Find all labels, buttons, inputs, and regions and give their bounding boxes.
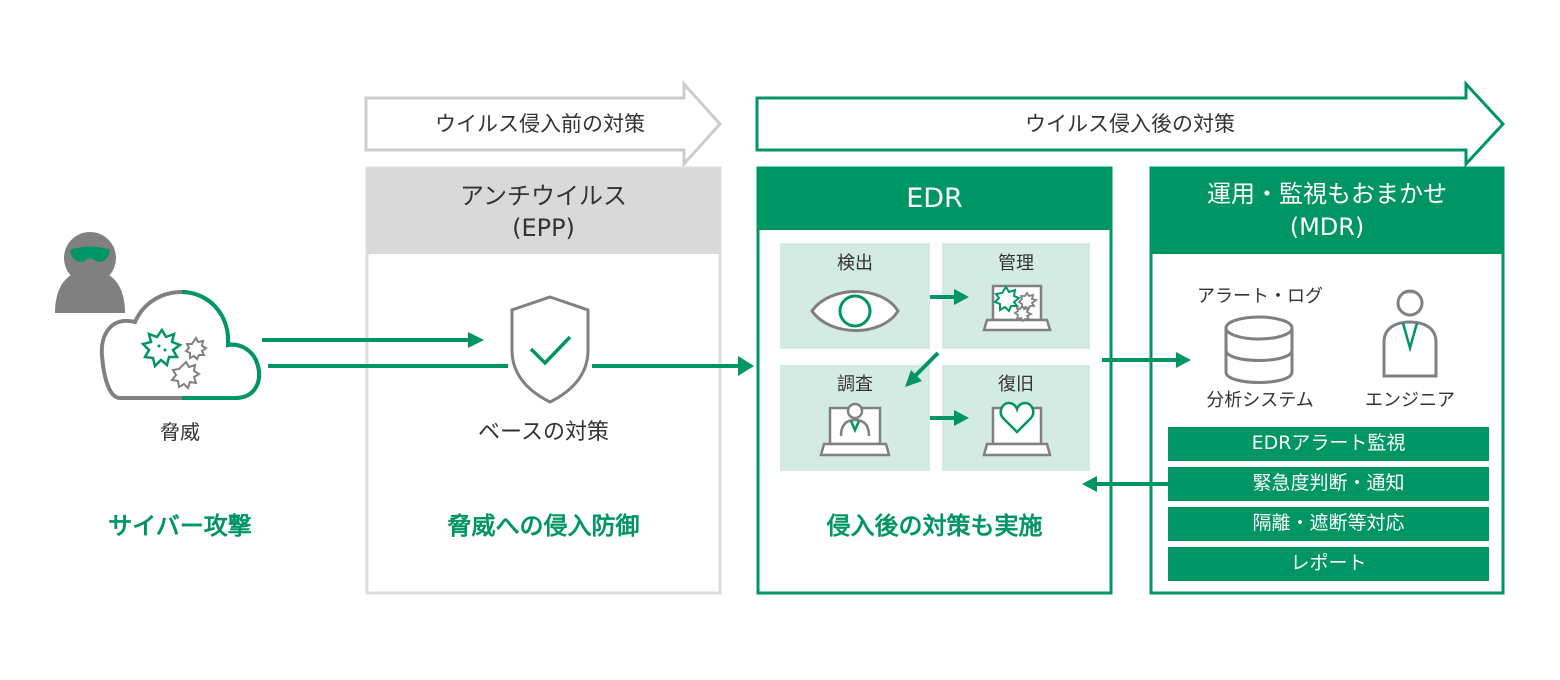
after-phase-label: ウイルス侵入後の対策 [1025,112,1235,136]
arrow-edr-to-mdr [1176,352,1191,368]
threat-label: 脅威 [160,420,200,444]
edr-header-bg [758,168,1111,230]
arrow-mdr-to-edr [1082,476,1097,492]
service-item: レポート [1290,552,1367,574]
arrow-manage-investigate [905,370,922,387]
mdr-subtitle: (MDR) [1289,213,1365,241]
service-bar-3 [1168,507,1489,541]
edr-title: EDR [906,183,963,214]
laptop-heart-icon [982,401,1052,457]
shield-check-icon [510,295,590,404]
service-item: 隔離・遮断等対応 [1252,512,1405,534]
service-bar-4 [1168,547,1489,581]
edr-caption: 侵入後の対策も実施 [826,512,1043,540]
mdr-title: 運用・監視もおまかせ [1207,180,1447,208]
laptop-person-icon [819,402,891,457]
threat-caption: サイバー攻撃 [108,512,252,540]
engineer-icon [1382,289,1438,378]
arrow-head-threat [468,332,484,348]
step-label-recover: 復旧 [998,374,1034,395]
arrow-head-to-edr [738,356,754,376]
before-phase-arrow [364,80,723,168]
system-label-bottom: 分析システム [1206,390,1314,411]
step-label-detect: 検出 [837,253,873,274]
before-phase-label: ウイルス侵入前の対策 [435,112,645,136]
step-label-investigate: 調査 [837,374,873,395]
service-item: EDRアラート監視 [1251,432,1406,454]
database-icon [1224,315,1294,384]
mdr-header-bg [1151,168,1503,254]
service-item: 緊急度判断・通知 [1252,472,1405,494]
after-phase-arrow [755,80,1506,168]
arrow-detect-manage [954,289,969,305]
engineer-label: エンジニア [1365,390,1455,411]
epp-subtitle: (EPP) [512,214,575,242]
epp-title: アンチウイルス [459,182,628,210]
epp-item-label: ベースの対策 [478,420,609,445]
epp-header-bg [367,168,720,254]
step-label-manage: 管理 [998,253,1034,274]
hacker-icon [55,232,125,313]
service-bar-2 [1168,467,1489,501]
virus-icon [140,327,208,390]
laptop-virus-icon [982,284,1052,332]
epp-caption: 脅威への侵入防御 [447,512,640,540]
service-bar-1 [1168,427,1489,461]
eye-icon [810,290,900,332]
system-label-top: アラート・ログ [1197,286,1323,307]
arrow-investigate-recover [954,410,969,426]
